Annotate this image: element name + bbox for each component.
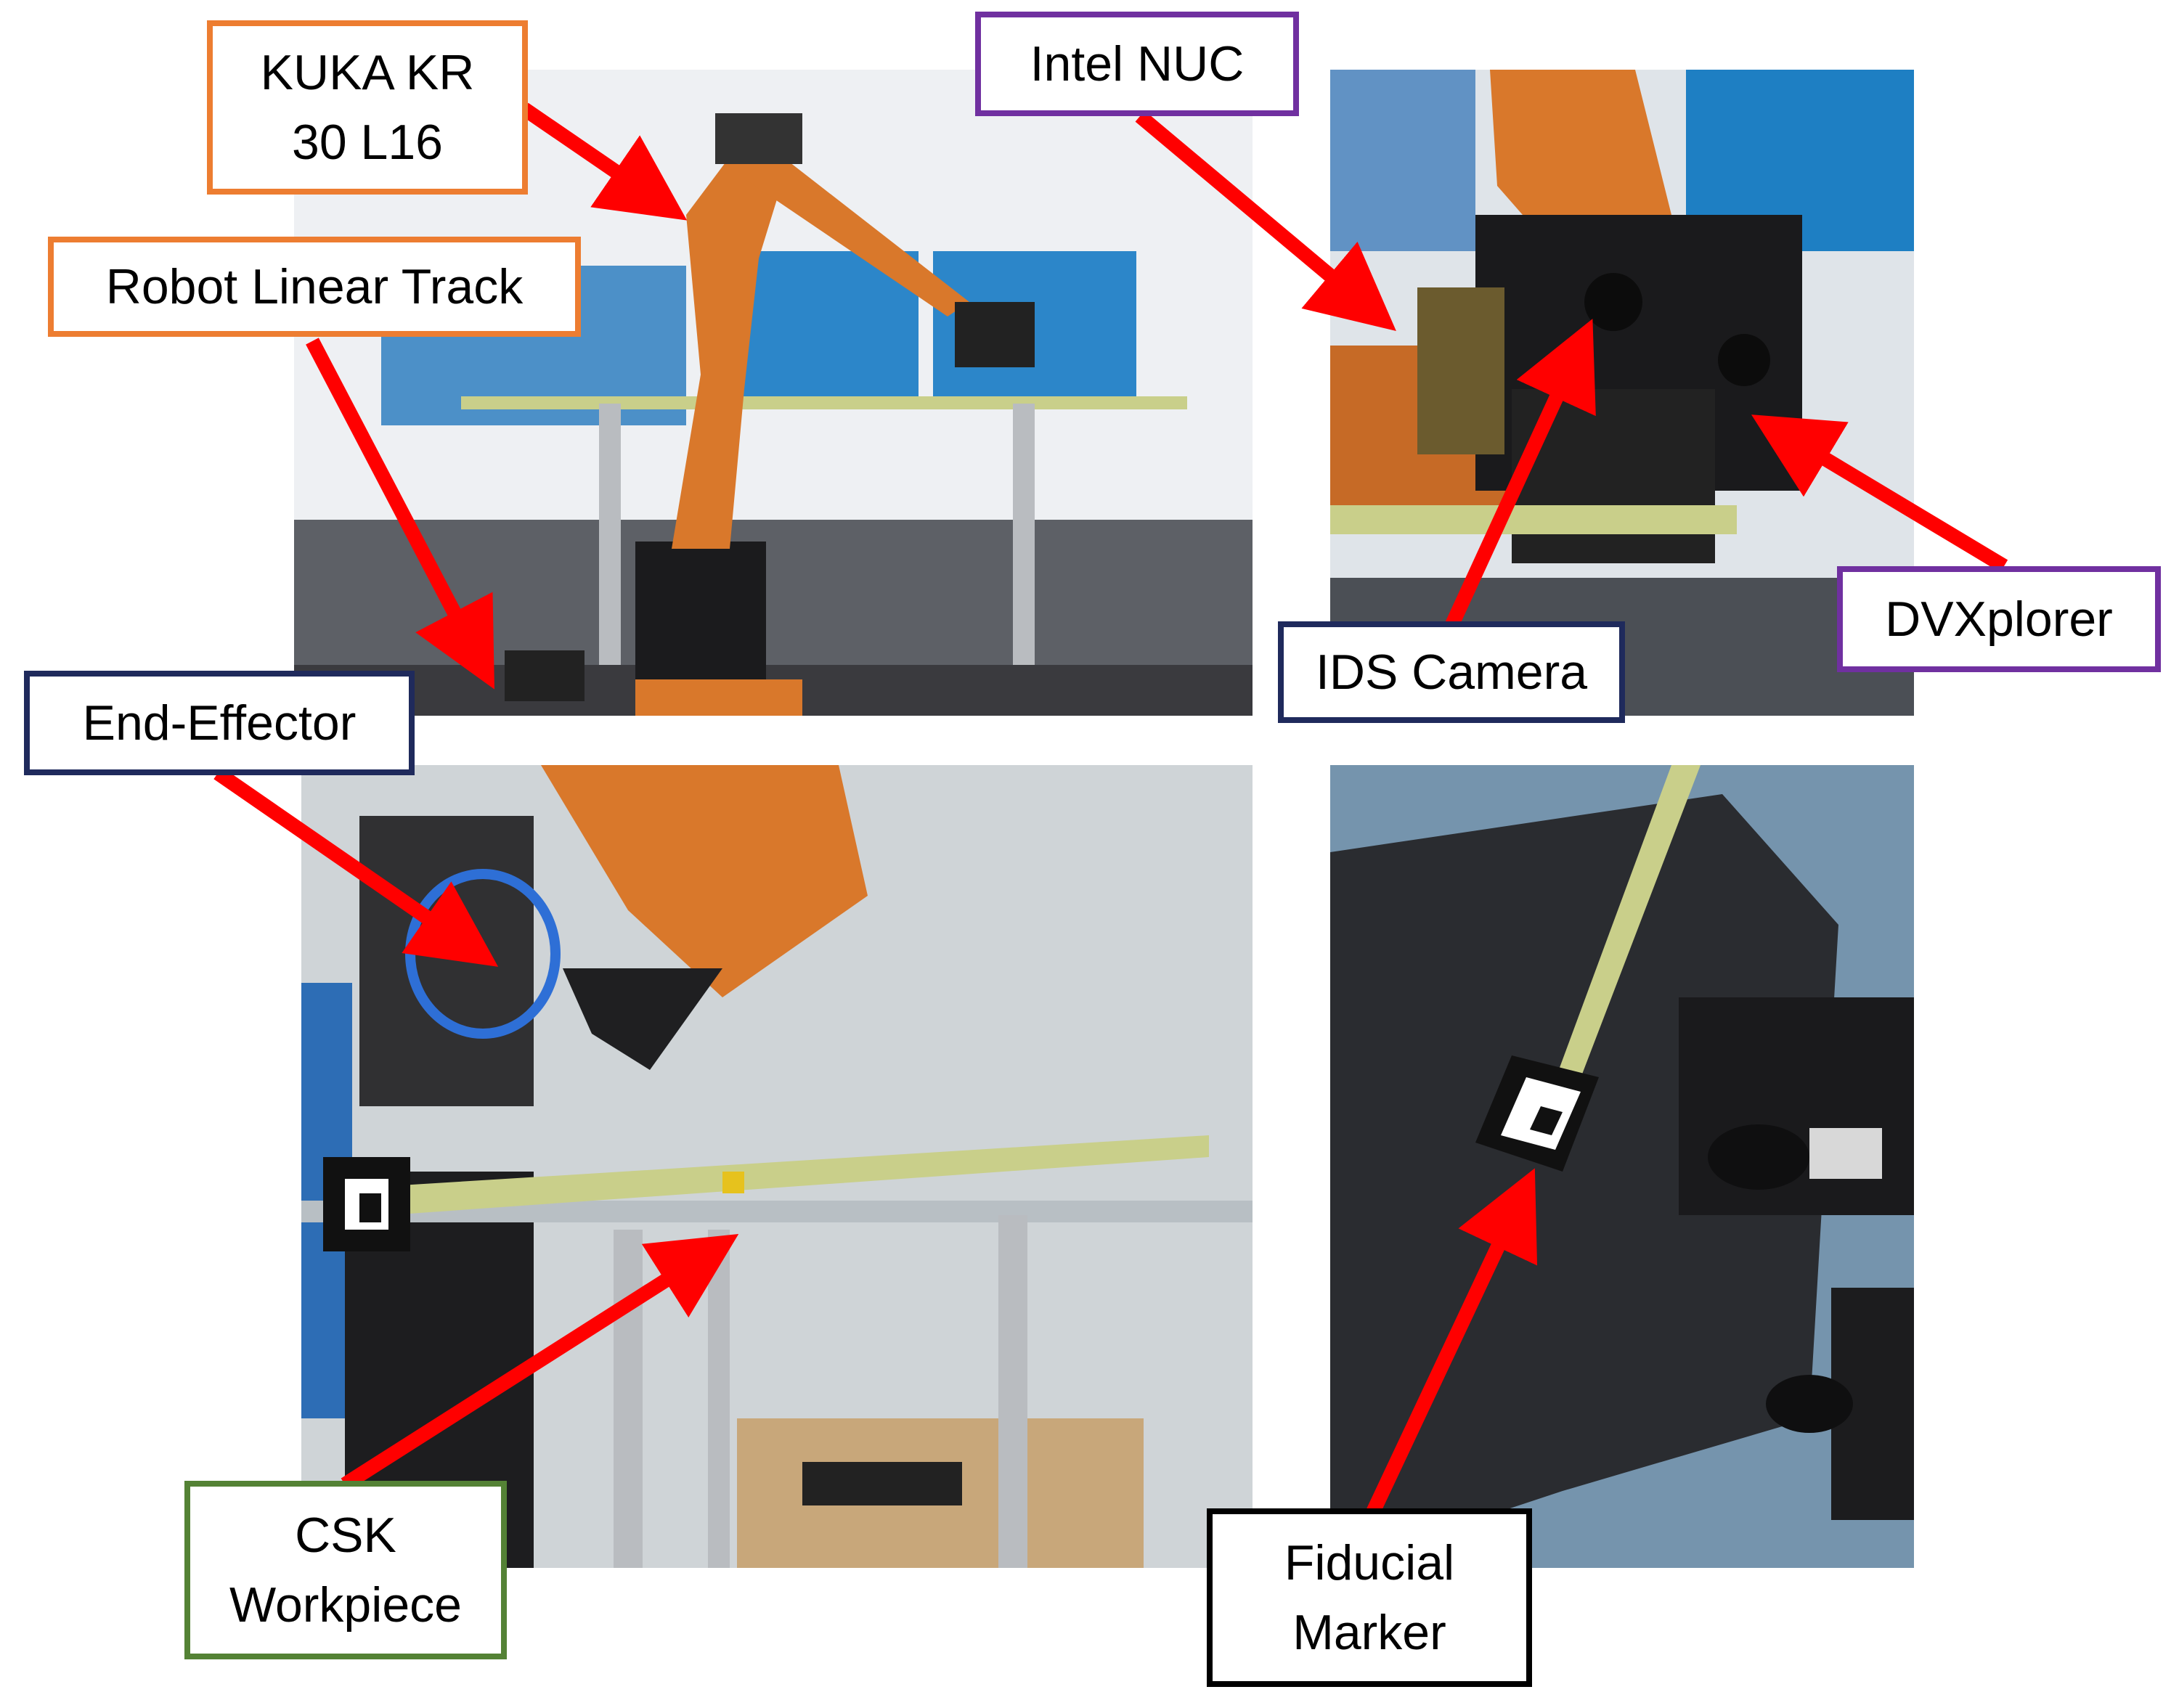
end-effector-label: End-Effector: [24, 671, 415, 775]
end-effector-closeup-photo: [1330, 70, 1914, 716]
linear-track-label: Robot Linear Track: [48, 237, 581, 337]
dvxplorer-label: DVXplorer: [1837, 566, 2161, 672]
csk-workpiece-label: CSK Workpiece: [184, 1481, 507, 1659]
ids-camera-label: IDS Camera: [1278, 621, 1625, 723]
fiducial-marker-label: Fiducial Marker: [1207, 1508, 1532, 1687]
kuka-label: KUKA KR 30 L16: [207, 20, 528, 195]
workpiece-lab-photo: [301, 765, 1253, 1568]
intel-nuc-label: Intel NUC: [975, 12, 1299, 116]
fiducial-table-photo: [1330, 765, 1914, 1568]
